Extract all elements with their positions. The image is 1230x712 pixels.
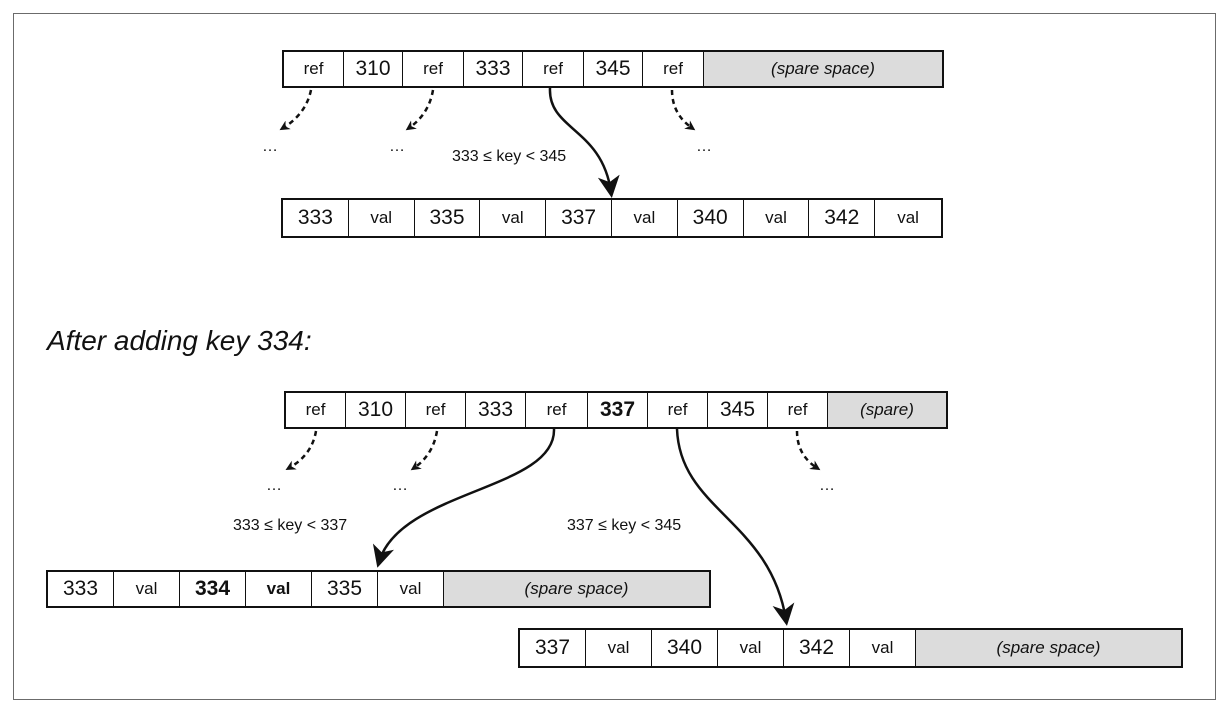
top-parent-cell-ref: ref: [643, 52, 704, 86]
dashed-arrow-1: [279, 89, 313, 131]
left-child-cell-val: val: [114, 572, 180, 606]
bottom-parent-cell-num: 333: [466, 393, 526, 427]
right-child-cell-spare: (spare space): [916, 630, 1181, 666]
after-heading: After adding key 334:: [47, 325, 312, 356]
dashed-arrow-2: [405, 89, 435, 131]
ellipsis-4: …: [266, 477, 283, 494]
top-parent-cell-num: 333: [464, 52, 523, 86]
left-child-cell-val: val: [246, 572, 312, 606]
ellipsis-5: …: [392, 477, 409, 494]
top-parent-cell-spare: (spare space): [704, 52, 942, 86]
solid-arrow-right: [675, 428, 795, 626]
bottom-parent-cell-ref: ref: [286, 393, 346, 427]
bottom-parent-cell-ref: ref: [648, 393, 708, 427]
right-child-cell-val: val: [586, 630, 652, 666]
figure-frame: [13, 13, 1216, 700]
top-child-cell-num: 333: [283, 200, 349, 236]
right-child-cell-val: val: [850, 630, 916, 666]
left-child-cell-num: 333: [48, 572, 114, 606]
solid-arrow-left: [372, 428, 556, 568]
top-child-cell-num: 337: [546, 200, 612, 236]
ellipsis-2: …: [389, 138, 406, 155]
top-child-cell-num: 342: [809, 200, 876, 236]
ellipsis-1: …: [262, 138, 279, 155]
bottom-parent-cell-ref: ref: [406, 393, 466, 427]
dashed-arrow-4: [285, 430, 318, 470]
ellipsis-3: …: [696, 138, 713, 155]
right-child-cell-val: val: [718, 630, 784, 666]
top-child-cell-val: val: [480, 200, 547, 236]
top-child-cell-num: 335: [415, 200, 481, 236]
right-range-label: 337 ≤ key < 345: [567, 517, 682, 534]
bottom-parent-cell-num: 337: [588, 393, 648, 427]
dashed-arrow-5: [410, 430, 439, 471]
left-child-cell-val: val: [378, 572, 444, 606]
left-child-cell-spare: (spare space): [444, 572, 709, 606]
bottom-parent-cell-ref: ref: [526, 393, 588, 427]
ellipsis-6: …: [819, 477, 836, 494]
bottom-parent-cell-spare: (spare): [828, 393, 946, 427]
bottom-parent-cell-num: 310: [346, 393, 406, 427]
left-child-cell-num: 335: [312, 572, 378, 606]
right-child-cell-num: 340: [652, 630, 718, 666]
left-child-cell-num: 334: [180, 572, 246, 606]
bottom-parent-cell-ref: ref: [768, 393, 828, 427]
left-range-label: 333 ≤ key < 337: [233, 517, 348, 534]
dashed-arrow-3: [670, 89, 696, 131]
top-parent-cell-ref: ref: [523, 52, 584, 86]
top-child-cell-val: val: [349, 200, 415, 236]
top-child-cell-val: val: [744, 200, 810, 236]
bottom-parent-cell-num: 345: [708, 393, 768, 427]
right-child-cell-num: 337: [520, 630, 586, 666]
dashed-arrow-6: [795, 430, 821, 471]
top-parent-cell-ref: ref: [284, 52, 344, 86]
top-parent-cell-num: 310: [344, 52, 403, 86]
top-range-label: 333 ≤ key < 345: [452, 148, 567, 165]
solid-arrow-top: [548, 87, 620, 198]
top-parent-cell-num: 345: [584, 52, 643, 86]
top-child-cell-val: val: [897, 208, 919, 227]
top-child-cell-val: val: [612, 200, 678, 236]
top-parent-cell-ref: ref: [403, 52, 464, 86]
top-child-cell-num: 340: [678, 200, 744, 236]
right-child-cell-num: 342: [784, 630, 850, 666]
